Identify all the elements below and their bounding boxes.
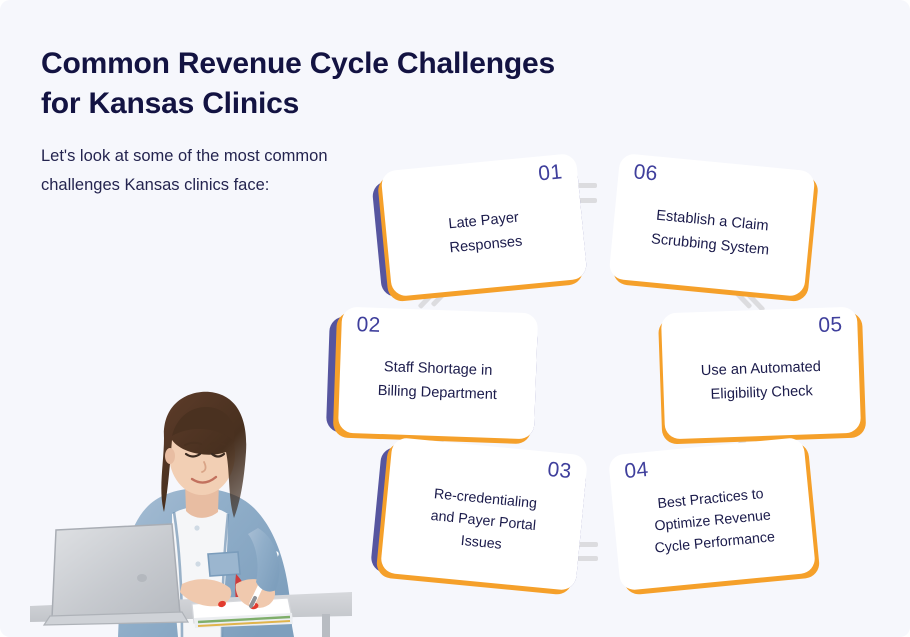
jacket-button <box>195 561 201 567</box>
card-text: Staff Shortage in Billing Department <box>339 329 538 417</box>
challenge-card-05[interactable]: 05 Use an Automated Eligibility Check <box>658 306 867 445</box>
challenge-card-04[interactable]: 04 Best Practices to Optimize Revenue Cy… <box>607 436 821 596</box>
laptop-base <box>42 611 190 626</box>
connector-01-06-b <box>575 198 597 203</box>
card-text: Late Payer Responses <box>383 175 586 275</box>
card-number: 01 <box>537 160 564 186</box>
nose <box>201 461 207 473</box>
challenge-card-02[interactable]: 02 Staff Shortage in Billing Department <box>325 306 539 445</box>
card-face: 04 Best Practices to Optimize Revenue Cy… <box>607 436 817 592</box>
card-text-line: Billing Department <box>377 382 498 404</box>
eye-left <box>184 452 202 458</box>
desk-leg <box>322 614 330 637</box>
card-text: Establish a Claim Scrubbing System <box>611 175 814 275</box>
pen-tip <box>249 596 257 608</box>
jacket-pocket <box>207 551 241 577</box>
card-number: 04 <box>623 457 650 484</box>
card-number: 03 <box>546 457 573 484</box>
notebook-edge-green <box>197 615 291 624</box>
page-title-line-1: Common Revenue Cycle Challenges <box>41 47 555 80</box>
card-number: 02 <box>356 313 381 337</box>
card-text: Use an Automated Eligibility Check <box>662 329 861 417</box>
page-subtitle-line-2: challenges Kansas clinics face: <box>41 175 270 194</box>
illustration-svg <box>30 391 352 637</box>
page-subtitle-line-1: Let's look at some of the most common <box>41 147 328 166</box>
connector-03-04 <box>576 542 598 547</box>
connector-03-04-b <box>576 556 598 561</box>
sleeve-right <box>248 528 280 592</box>
challenge-card-01[interactable]: 01 Late Payer Responses <box>371 152 588 303</box>
challenge-card-03[interactable]: 03 Re-credentialing and Payer Portal Iss… <box>369 436 589 596</box>
hair-fringe <box>172 407 235 442</box>
woman-writing-at-laptop-photo <box>22 378 352 637</box>
laptop-lid <box>51 523 181 619</box>
card-number: 05 <box>818 313 843 337</box>
challenge-card-06[interactable]: 06 Establish a Claim Scrubbing System <box>608 152 820 303</box>
eyebrow-right <box>210 441 226 446</box>
hand-left <box>180 579 232 607</box>
card-text-line: Eligibility Check <box>710 383 814 403</box>
heading-block: Common Revenue Cycle Challenges for Kans… <box>41 44 601 199</box>
laptop-logo <box>137 574 147 582</box>
eye-right <box>210 452 226 458</box>
card-face: 03 Re-credentialing and Payer Portal Iss… <box>379 436 589 592</box>
notebook-edge-yellow <box>197 620 291 627</box>
card-face: 05 Use an Automated Eligibility Check <box>660 306 862 440</box>
smile <box>190 475 218 484</box>
page-title-line-2: for Kansas Clinics <box>41 86 300 120</box>
page-title: Common Revenue Cycle Challenges for Kans… <box>41 44 601 123</box>
card-number: 06 <box>632 160 659 186</box>
connector-01-06 <box>575 183 597 188</box>
card-face: 01 Late Payer Responses <box>380 152 588 298</box>
card-face: 06 Establish a Claim Scrubbing System <box>608 152 816 298</box>
jacket-button <box>194 525 200 531</box>
eyebrow-left <box>184 441 202 446</box>
challenge-card-cluster: 01 Late Payer Responses 06 Establish a C… <box>318 150 910 600</box>
page-subtitle: Let's look at some of the most common ch… <box>41 142 391 199</box>
nail-left <box>218 600 226 608</box>
card-face: 02 Staff Shortage in Billing Department <box>337 306 539 440</box>
ear <box>165 448 175 464</box>
